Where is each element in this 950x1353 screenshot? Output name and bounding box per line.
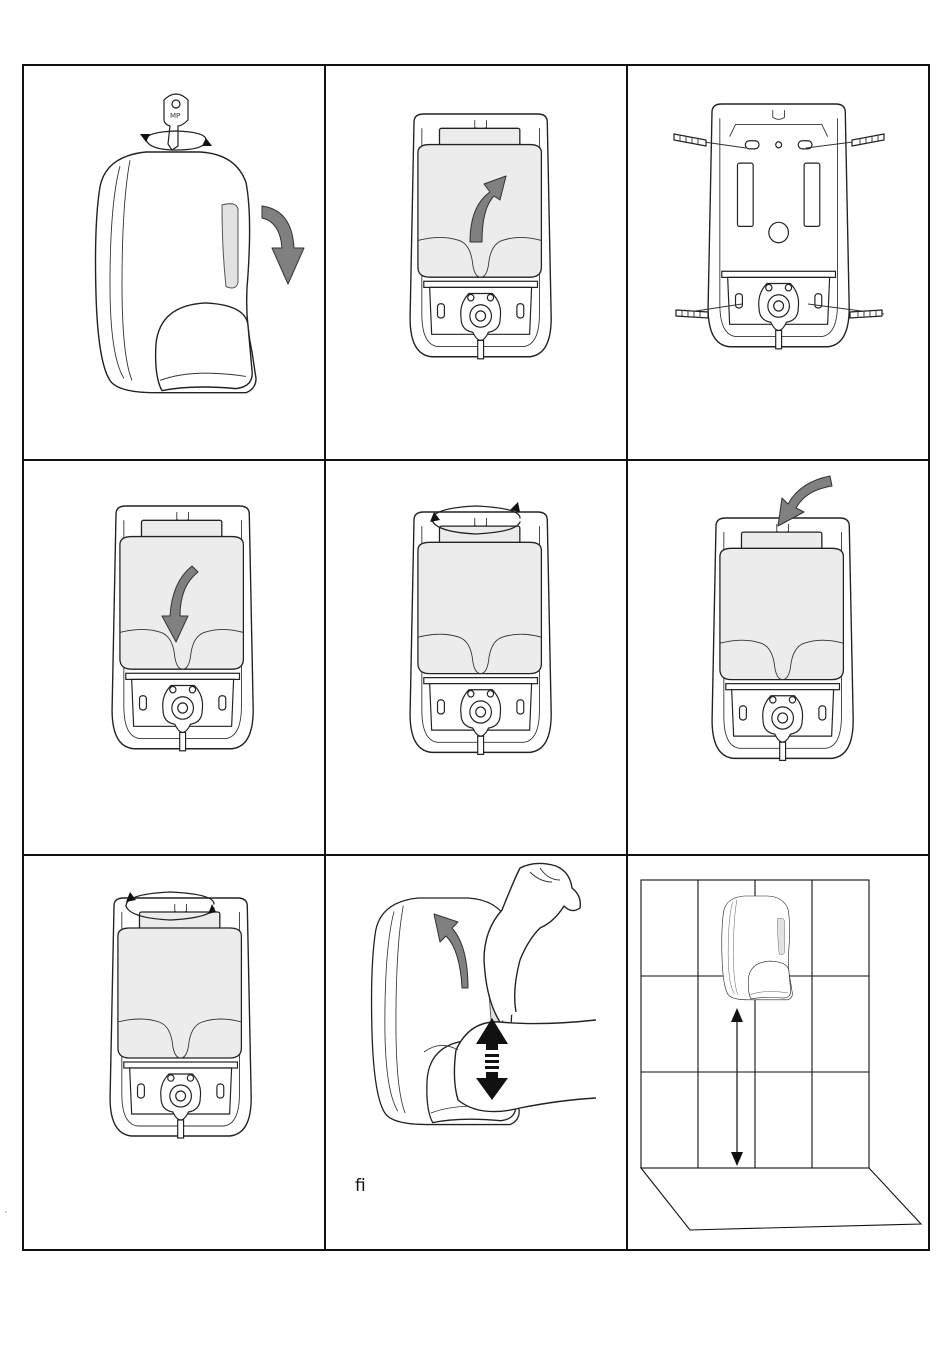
panel-9-mounting-height <box>641 880 921 1230</box>
panel-5-rotate-cap <box>410 502 551 754</box>
panel-caption: ﬁ <box>355 1176 366 1196</box>
margin-speck <box>5 1211 7 1213</box>
panel-8-elbow-press: ﬁ <box>355 863 596 1196</box>
panel-6-fill-tank <box>712 476 853 760</box>
open-arrow-icon <box>262 206 304 284</box>
panel-3-fix-back-plate <box>674 104 884 349</box>
panel-7-rotate-cap-close <box>110 892 251 1138</box>
svg-text:MP: MP <box>170 112 180 120</box>
panel-2-lift-tank <box>410 114 551 359</box>
panel-4-insert-tank <box>112 506 253 751</box>
key-icon: MP <box>164 94 188 150</box>
panel-1-unlock-open-cover: MP <box>96 94 305 393</box>
height-arrow-icon <box>731 1008 743 1166</box>
